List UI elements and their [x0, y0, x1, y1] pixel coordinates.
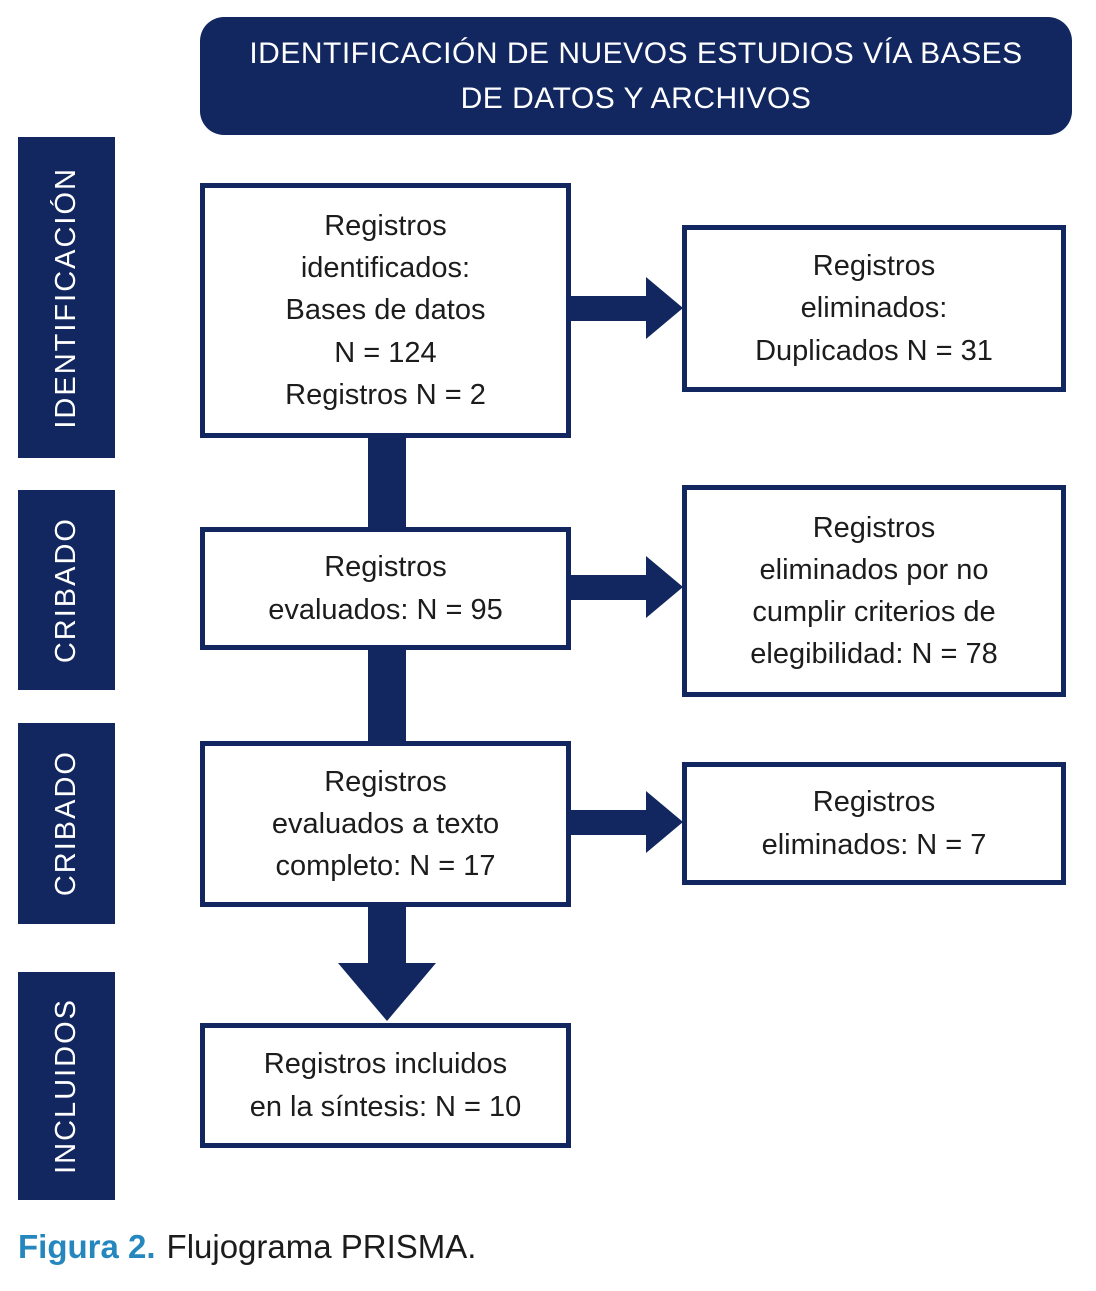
stage-band-incluidos: INCLUIDOS: [18, 972, 115, 1200]
connector-down-1: [368, 438, 406, 529]
box-eliminados-duplicados: Registros eliminados: Duplicados N = 31: [682, 225, 1066, 392]
stage-band-cribado-2: CRIBADO: [18, 723, 115, 924]
figure-caption-text: Flujograma PRISMA.: [166, 1228, 477, 1265]
stage-label-identificacion: IDENTIFICACIÓN: [50, 166, 82, 429]
box-registros-evaluados: Registros evaluados: N = 95: [200, 527, 571, 650]
arrow-down-head: [338, 963, 436, 1021]
arrow-right-3-head: [646, 791, 683, 853]
stage-band-cribado-1: CRIBADO: [18, 490, 115, 690]
box-registros-evaluados-text: Registros evaluados: N = 95: [268, 551, 503, 626]
diagram-title: IDENTIFICACIÓN DE NUEVOS ESTUDIOS VÍA BA…: [249, 37, 1023, 115]
arrow-right-1-head: [646, 277, 683, 339]
box-registros-incluidos-text: Registros incluidos en la síntesis: N = …: [249, 1048, 522, 1123]
box-registros-incluidos: Registros incluidos en la síntesis: N = …: [200, 1023, 571, 1148]
arrow-right-2-head: [646, 556, 683, 618]
figure-caption: Figura 2. Flujograma PRISMA.: [18, 1226, 476, 1267]
diagram-title-banner: IDENTIFICACIÓN DE NUEVOS ESTUDIOS VÍA BA…: [200, 17, 1072, 135]
box-registros-identificados: Registros identificados: Bases de datos …: [200, 183, 571, 438]
stage-band-identificacion: IDENTIFICACIÓN: [18, 137, 115, 458]
box-eliminados-elegibilidad-text: Registros eliminados por no cumplir crit…: [750, 511, 998, 671]
arrow-right-1-stem: [571, 296, 648, 321]
box-eliminados-texto-completo-text: Registros eliminados: N = 7: [761, 786, 987, 861]
arrow-right-3-stem: [571, 810, 648, 835]
box-registros-texto-completo-text: Registros evaluados a texto completo: N …: [271, 765, 500, 883]
box-registros-identificados-text: Registros identificados: Bases de datos …: [285, 210, 486, 411]
box-eliminados-elegibilidad: Registros eliminados por no cumplir crit…: [682, 485, 1066, 697]
box-registros-texto-completo: Registros evaluados a texto completo: N …: [200, 741, 571, 907]
stage-label-cribado-2: CRIBADO: [50, 750, 82, 897]
stage-label-cribado-1: CRIBADO: [50, 516, 82, 664]
connector-down-2: [368, 649, 406, 742]
box-eliminados-texto-completo: Registros eliminados: N = 7: [682, 762, 1066, 885]
stage-label-incluidos: INCLUIDOS: [50, 998, 82, 1174]
arrow-down-stem: [368, 906, 406, 965]
arrow-right-2-stem: [571, 575, 648, 600]
figure-caption-label: Figura 2.: [18, 1228, 156, 1265]
box-eliminados-duplicados-text: Registros eliminados: Duplicados N = 31: [755, 250, 993, 367]
